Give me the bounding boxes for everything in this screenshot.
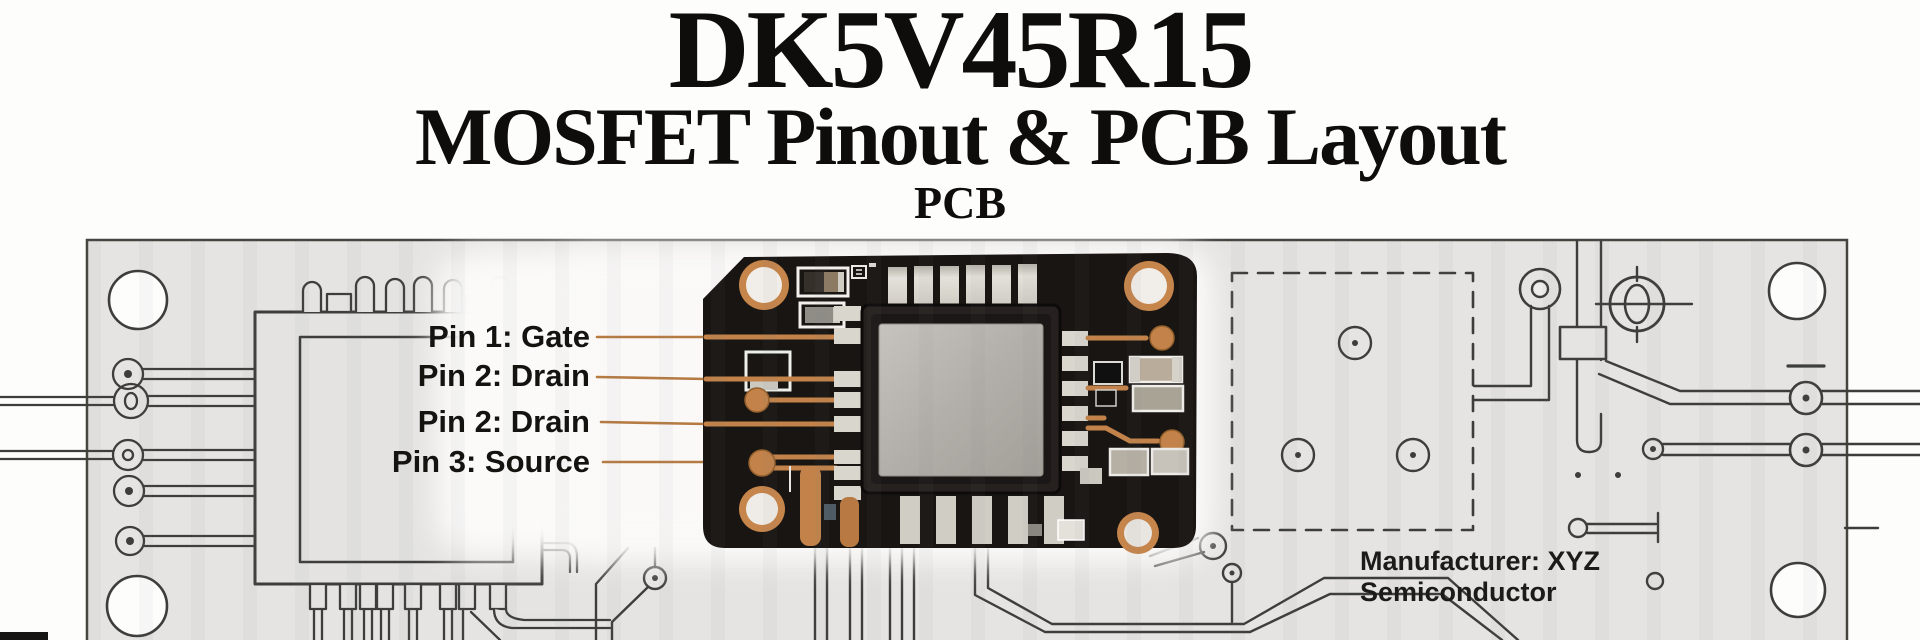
pin-label-gate: Pin 1: Gate [428, 319, 590, 354]
manufacturer-note: Manufacturer: XYZ Semiconductor [1360, 546, 1601, 607]
ic-chip [860, 303, 1062, 495]
crosshair-fiducial [1594, 265, 1694, 344]
pin-label-drain-2: Pin 2: Drain [417, 404, 590, 439]
top-lead-pads [888, 264, 1037, 312]
mounting-holes [739, 260, 1174, 554]
section-label-pcb: PCB [914, 177, 1006, 228]
bottom-pins [308, 582, 612, 640]
bottom-side-parts [789, 466, 1085, 547]
pcb-photo [436, 250, 1206, 558]
pcb-trace-drawing [594, 239, 1920, 640]
right-side-parts [1062, 325, 1190, 484]
bottom-fanout-traces [594, 531, 1520, 640]
pin-leader-lines [595, 335, 709, 464]
smd-components [744, 263, 876, 392]
pin-label-drain-1: Pin 2: Drain [417, 358, 590, 393]
page-title: DK5V45R15 [668, 0, 1255, 112]
page-subtitle: MOSFET Pinout & PCB Layout [414, 91, 1507, 182]
pin-label-source: Pin 3: Source [391, 444, 590, 479]
dashed-courtyard [1230, 271, 1475, 532]
via-row [111, 357, 258, 557]
copper-traces [703, 306, 861, 500]
